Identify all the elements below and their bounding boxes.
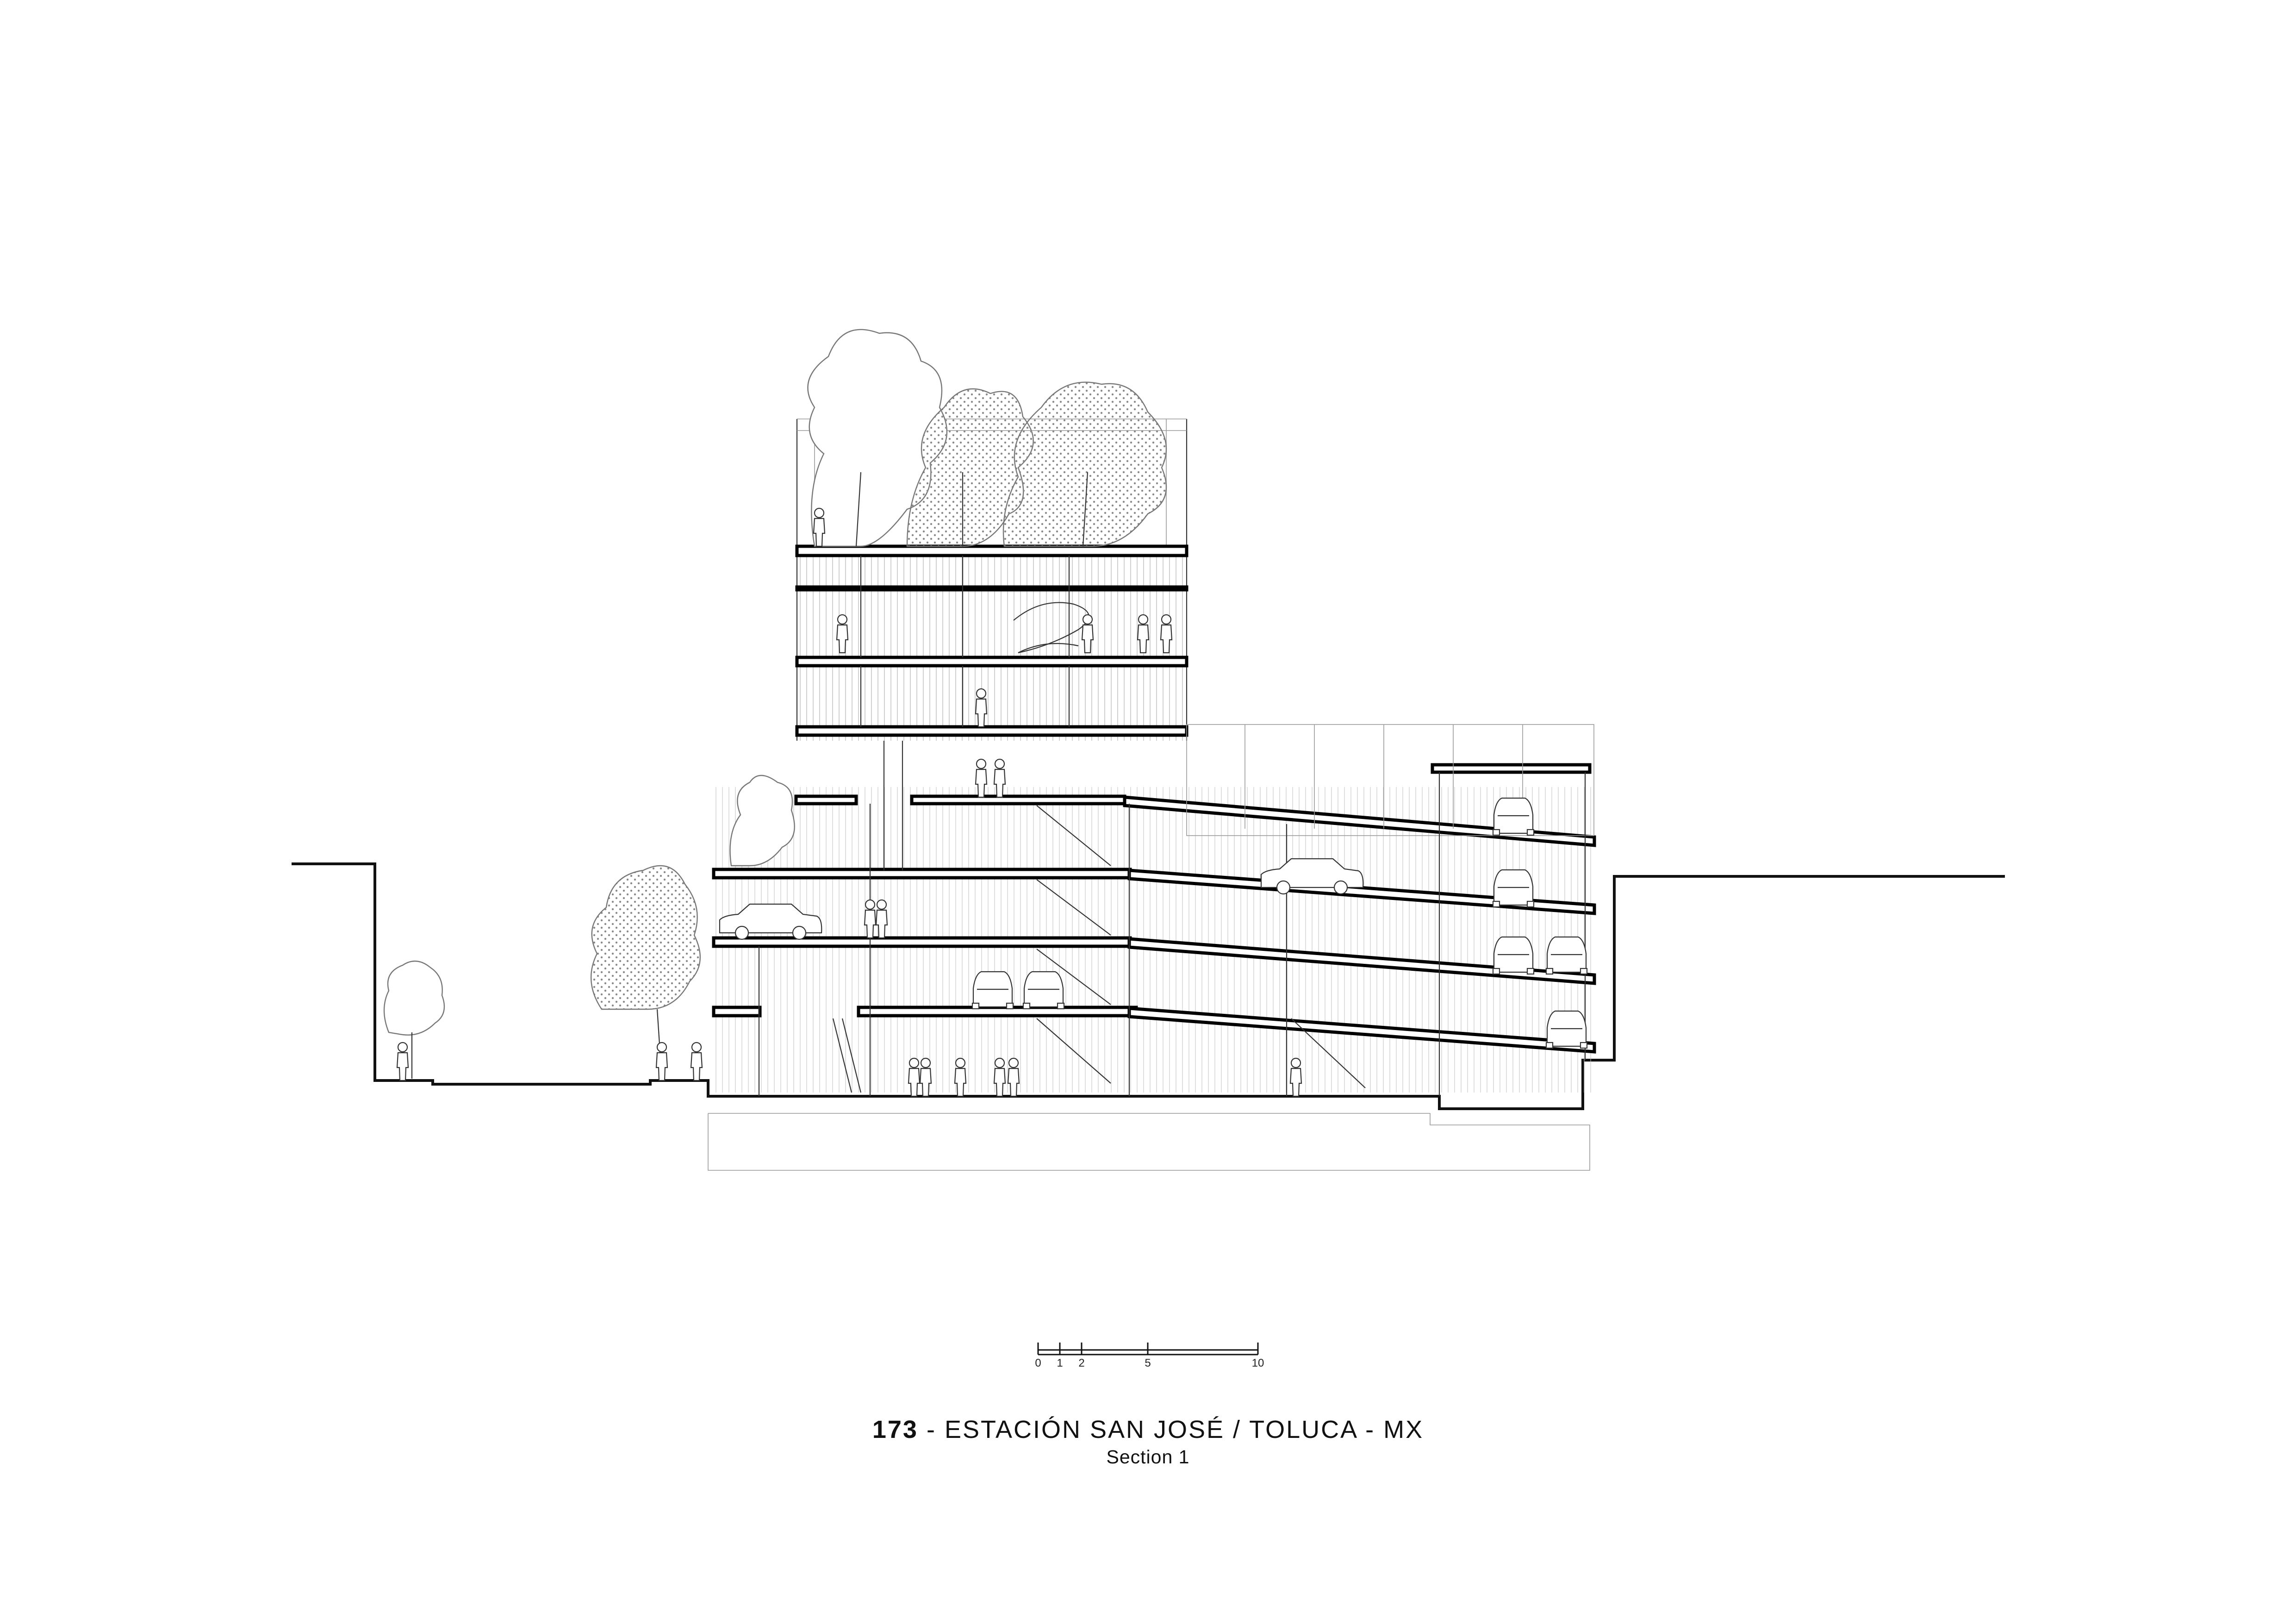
car-front-1 <box>971 971 1014 1010</box>
mid-tree <box>729 775 795 867</box>
car-front-3 <box>1492 797 1535 836</box>
scale-tick-2: 2 <box>1078 1357 1084 1369</box>
roof-tree-cluster <box>807 329 1167 547</box>
car-front-2 <box>1022 971 1065 1010</box>
foundation-outline <box>708 1113 1590 1171</box>
drawing-subtitle: Section 1 <box>1106 1446 1190 1468</box>
scale-tick-0: 0 <box>1035 1357 1041 1369</box>
project-name: ESTACIÓN SAN JOSÉ / TOLUCA - MX <box>944 1416 1424 1443</box>
tower-beams <box>860 556 1070 727</box>
spiral-stair <box>1013 602 1089 654</box>
scale-tick-1: 1 <box>1057 1357 1063 1369</box>
left-tree-large <box>590 865 701 1010</box>
parking-structure <box>712 724 1596 1096</box>
title-block: 173 - ESTACIÓN SAN JOSÉ / TOLUCA - MX Se… <box>0 1414 2296 1469</box>
car-front-6 <box>1545 936 1588 975</box>
stair-flights <box>832 741 1366 1093</box>
trees <box>383 329 1167 1079</box>
scale-tick-10: 10 <box>1252 1357 1264 1369</box>
tower-block <box>795 418 1188 741</box>
drawing-title: 173 - ESTACIÓN SAN JOSÉ / TOLUCA - MX <box>0 1414 2296 1445</box>
scale-tick-5: 5 <box>1145 1357 1151 1369</box>
project-number: 173 <box>872 1416 918 1443</box>
scale-bar: 0 1 2 5 10 <box>1035 1343 1264 1369</box>
car-front-4 <box>1492 869 1535 908</box>
car-front-7 <box>1545 1010 1588 1049</box>
car-front-5 <box>1492 936 1535 975</box>
title-separator: - <box>918 1416 945 1443</box>
left-tree-small <box>383 960 445 1036</box>
